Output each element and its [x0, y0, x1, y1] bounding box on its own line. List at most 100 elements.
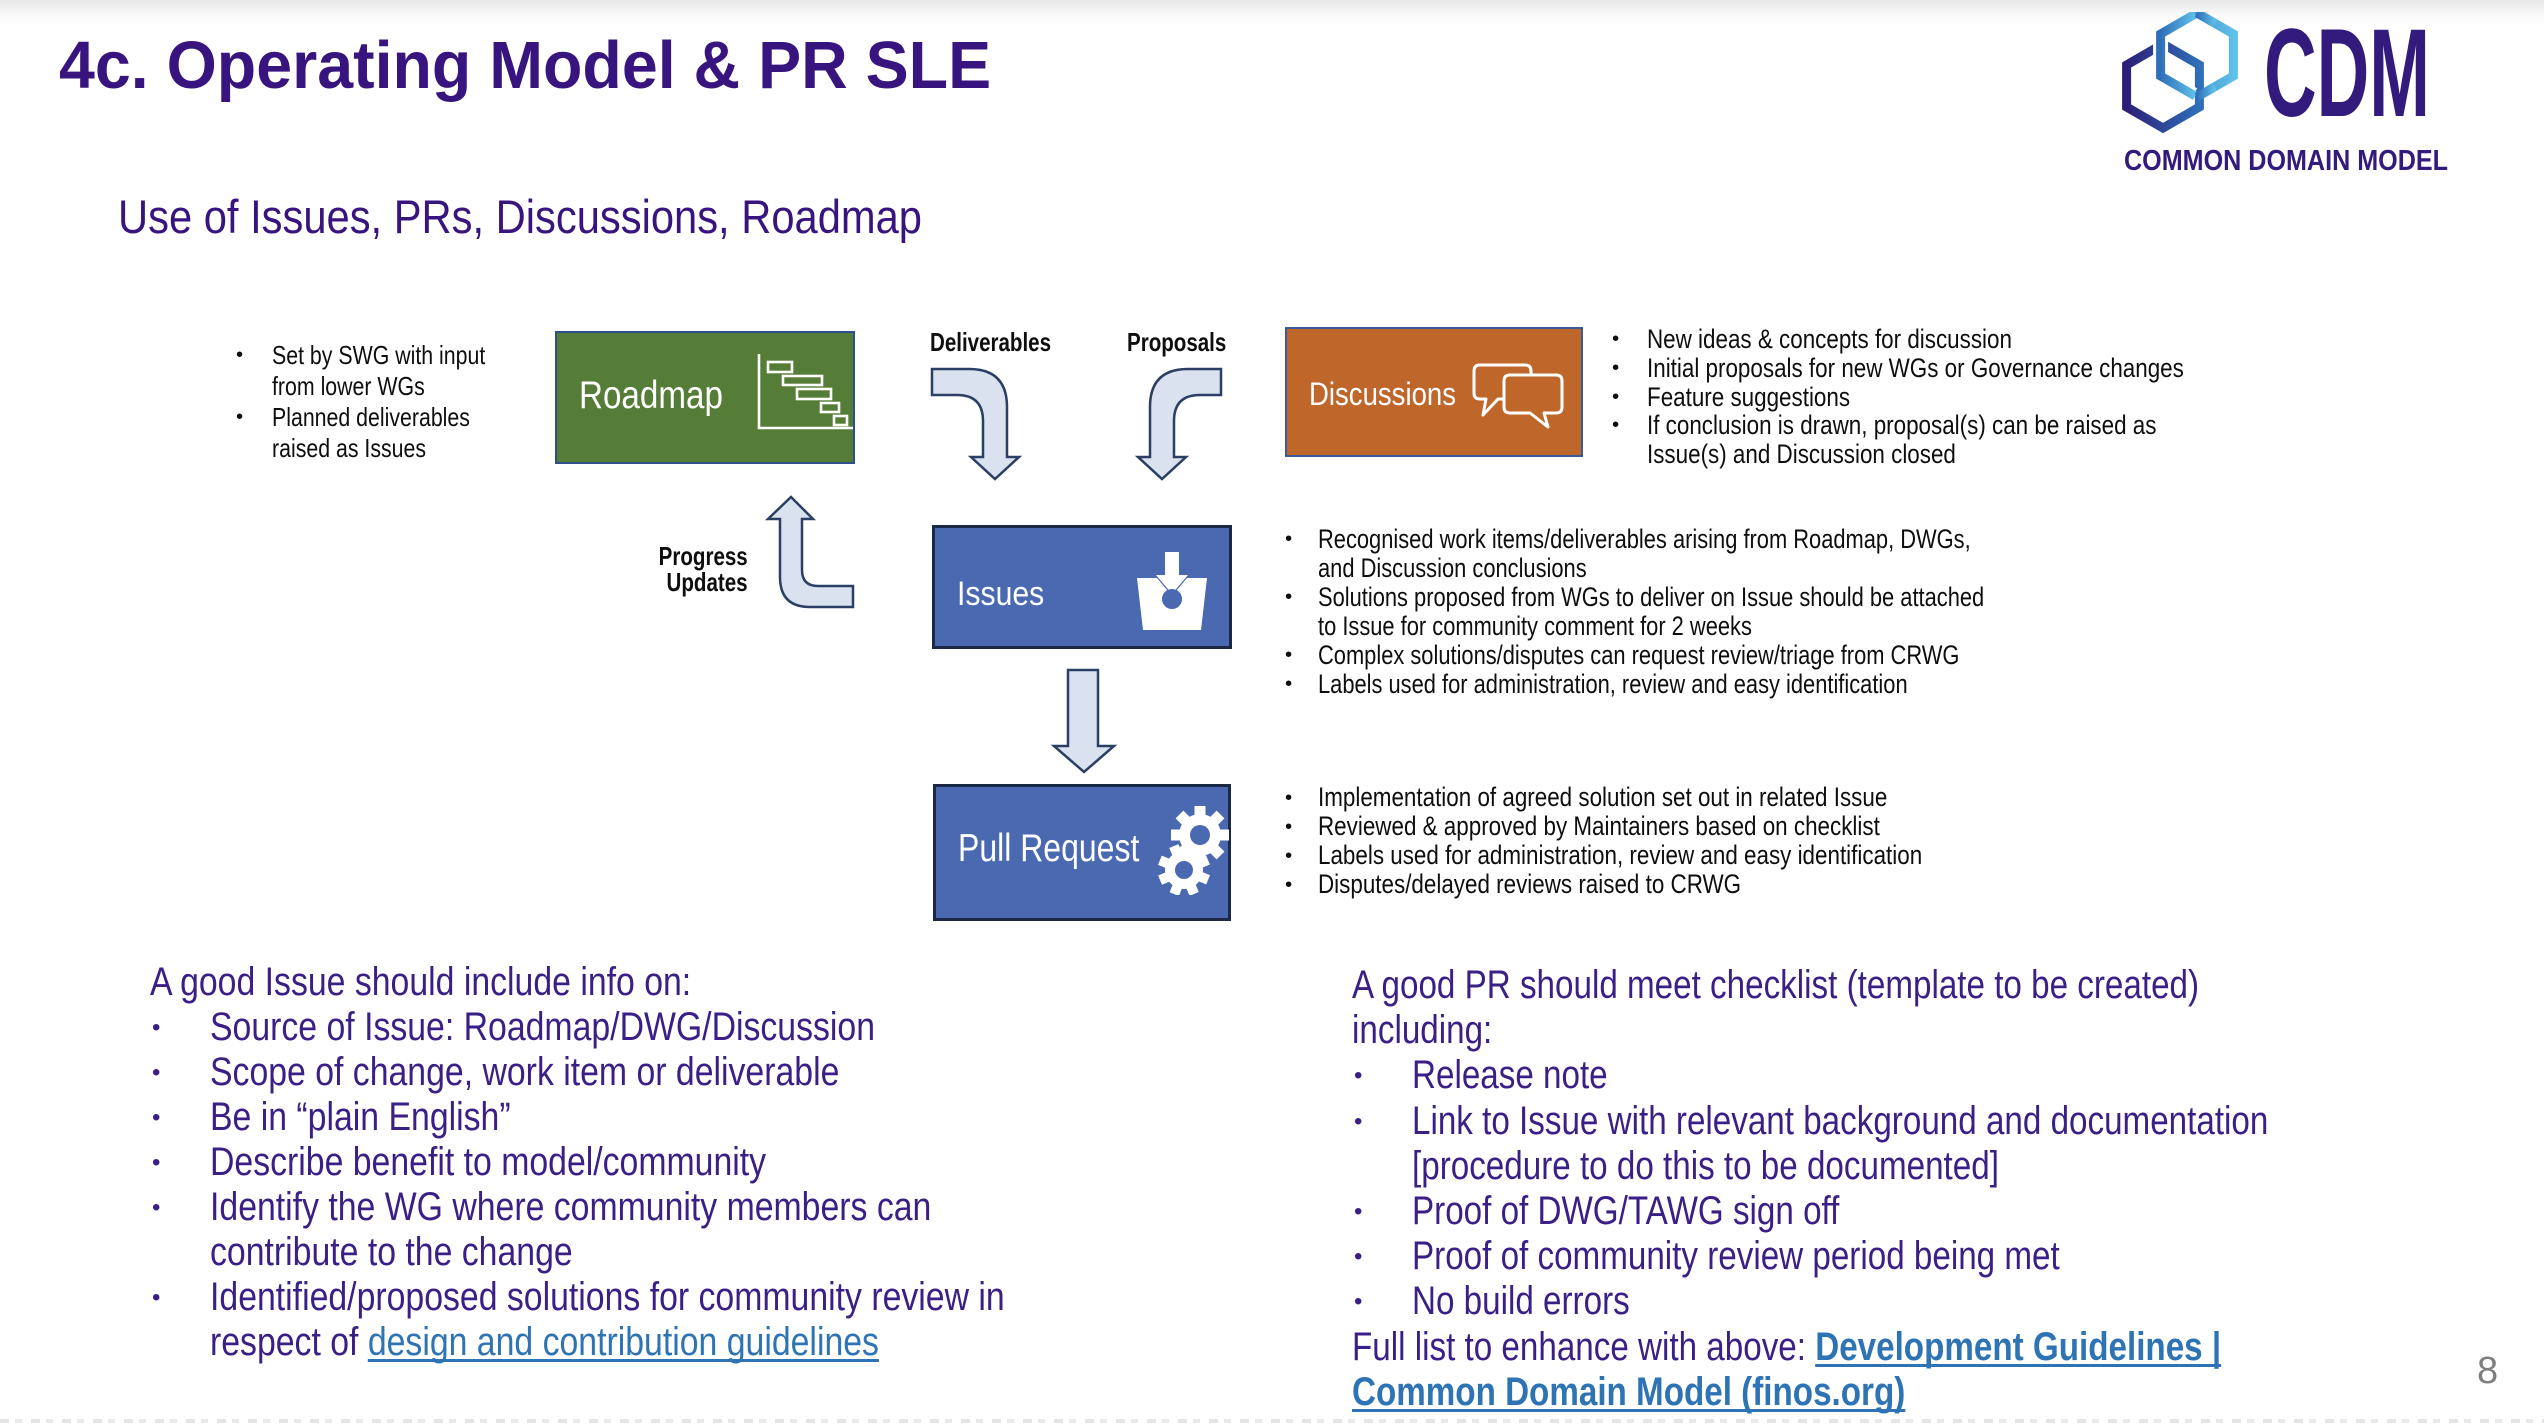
discussions-notes-list: •New ideas & concepts for discussion •In…: [1612, 325, 2294, 470]
label-updates: Updates: [630, 569, 748, 596]
issues-box-label: Issues: [957, 575, 1045, 613]
pull-request-box: Pull Request: [933, 784, 1231, 921]
pr-info-heading-line2: including:: [1352, 1008, 2444, 1053]
pr-info-footer-line2: Common Domain Model (finos.org): [1352, 1370, 2444, 1415]
label-progress-text: Progress: [658, 541, 748, 571]
list-item-text: Labels used for administration, review a…: [1318, 668, 1908, 699]
issue-info-heading-text: A good Issue should include info on:: [150, 960, 692, 1004]
inbox-tray-icon: [1137, 552, 1207, 630]
gear-large: [1158, 844, 1210, 895]
bullet-icon: •: [152, 1194, 161, 1221]
list-item-text: Solutions proposed from WGs to deliver o…: [1318, 581, 1985, 612]
chat-bubbles-icon: [1472, 363, 1564, 429]
list-item: •Recognised work items/deliverables aris…: [1285, 524, 2140, 554]
page-title: 4c. Operating Model & PR SLE: [59, 32, 1027, 99]
list-item: • Release note: [1352, 1053, 2444, 1098]
list-item-text: Complex solutions/disputes can request r…: [1318, 639, 1960, 670]
arrow-issues-to-pr: [1050, 668, 1118, 774]
label-progress: Progress: [630, 541, 748, 571]
bullet-icon: •: [236, 406, 244, 428]
list-item: •Source of Issue: Roadmap/DWG/Discussion: [150, 1005, 1150, 1050]
list-item: • Scope of change, work item or deliverab…: [150, 1050, 1150, 1095]
bullet-icon: •: [1285, 642, 1293, 666]
issue-info-block: A good Issue should include info on: •So…: [150, 960, 1150, 1365]
list-item-text: Release note: [1412, 1053, 1608, 1098]
bullet-icon: •: [1285, 786, 1293, 809]
cdm-logo-graphic: CDM COMMON DOMAIN MODEL: [2119, 4, 2448, 177]
label-deliverables-text: Deliverables: [930, 327, 1052, 357]
list-item: •Disputes/delayed reviews raised to CRWG: [1285, 870, 2046, 899]
pr-info-heading-text: A good PR should meet checklist (templat…: [1352, 963, 2200, 1007]
bullet-icon: •: [1285, 873, 1293, 896]
roadmap-box: Roadmap: [555, 331, 855, 464]
list-item-text: Be in “plain English”: [210, 1095, 511, 1139]
list-item: •No build errors: [1352, 1279, 2444, 1324]
list-item-text: Proof of community review period being m…: [1412, 1234, 2060, 1279]
list-item: • Be in “plain English”: [150, 1095, 1150, 1140]
list-item-text: [procedure to do this to be documented]: [1412, 1143, 1999, 1188]
arrow-deliverables: [930, 367, 1023, 481]
bullet-icon: •: [152, 1104, 161, 1131]
pr-info-heading-text: including:: [1352, 1008, 1493, 1053]
list-item: to Issue for community comment for 2 wee…: [1318, 610, 2140, 641]
label-progress-updates: Progress Updates: [630, 541, 748, 596]
list-item-text: Recognised work items/deliverables arisi…: [1318, 524, 1971, 554]
arrow-proposals: [1134, 367, 1223, 481]
bullet-icon: •: [152, 1149, 161, 1176]
list-item-text: Issue(s) and Discussion closed: [1647, 439, 1956, 470]
list-item-text: Feature suggestions: [1647, 381, 1851, 412]
bullet-icon: •: [1285, 844, 1293, 867]
list-item: •Proof of DWG/TAWG sign off: [1352, 1189, 2444, 1234]
slide-subtitle: Use of Issues, PRs, Discussions, Roadmap: [118, 193, 1024, 240]
bullet-icon: •: [1285, 671, 1293, 695]
bullet-icon: •: [1612, 355, 1620, 379]
list-item: •Labels used for administration, review …: [1285, 841, 2046, 870]
issue-info-heading: A good Issue should include info on:: [150, 960, 1150, 1005]
list-item: • Complex solutions/disputes can request …: [1285, 639, 2140, 670]
development-guidelines-link[interactable]: Development Guidelines |: [1815, 1324, 2222, 1369]
gantt-chart-icon: [757, 354, 853, 430]
list-item: •If conclusion is drawn, proposal(s) can…: [1612, 411, 2294, 440]
list-item: from lower WGs: [272, 371, 532, 402]
list-item: •Identified/proposed solutions for commu…: [150, 1275, 1150, 1320]
bullet-icon: •: [236, 344, 244, 366]
bullet-icon: •: [1612, 327, 1620, 350]
bullet-icon: •: [1354, 1243, 1363, 1271]
gears-icon: [1158, 806, 1229, 895]
pr-info-heading-line1: A good PR should meet checklist (templat…: [1352, 963, 2444, 1008]
list-item: and Discussion conclusions: [1318, 554, 2140, 583]
discussions-box-label: Discussions: [1309, 376, 1456, 412]
list-item-text: Identify the WG where community members …: [210, 1185, 932, 1229]
roadmap-box-label: Roadmap: [579, 374, 723, 417]
list-item: [procedure to do this to be documented]: [1352, 1144, 2444, 1189]
list-item-text: respect of: [210, 1320, 368, 1364]
slide-subtitle-text: Use of Issues, PRs, Discussions, Roadmap: [118, 190, 922, 243]
list-item: •Solutions proposed from WGs to deliver …: [1285, 581, 2140, 612]
cdm-logo: CDM COMMON DOMAIN MODEL: [2119, 4, 2457, 184]
list-item: •New ideas & concepts for discussion: [1612, 325, 2294, 354]
list-item-text: Link to Issue with relevant background a…: [1412, 1098, 2269, 1143]
pr-info-footer-line1: Full list to enhance with above: Develop…: [1352, 1325, 2444, 1370]
page-title-text: 4c. Operating Model & PR SLE: [59, 28, 992, 103]
bottom-cutoff-text-artifact: [0, 1419, 2544, 1423]
list-item-text: Describe benefit to model/community: [210, 1140, 767, 1184]
design-guidelines-link[interactable]: design and contribution guidelines: [367, 1320, 879, 1364]
bullet-icon: •: [152, 1284, 161, 1311]
list-item: •Implementation of agreed solution set o…: [1285, 783, 2046, 812]
list-item-text: Scope of change, work item or deliverabl…: [210, 1050, 840, 1094]
logo-name: COMMON DOMAIN MODEL: [2124, 145, 2448, 177]
pr-info-block: A good PR should meet checklist (templat…: [1352, 963, 2444, 1415]
bullet-icon: •: [152, 1059, 161, 1086]
page-number: 8: [2477, 1350, 2499, 1392]
bullet-icon: •: [1354, 1198, 1363, 1226]
list-item-text: Source of Issue: Roadmap/DWG/Discussion: [210, 1005, 876, 1049]
list-item: • Describe benefit to model/community: [150, 1140, 1150, 1185]
bullet-icon: •: [1354, 1062, 1363, 1090]
bullet-icon: •: [1285, 815, 1293, 838]
list-item-text: to Issue for community comment for 2 wee…: [1318, 610, 1752, 641]
list-item-text: and Discussion conclusions: [1318, 552, 1587, 583]
label-proposals: Proposals: [1127, 327, 1253, 358]
list-item-text: contribute to the change: [210, 1230, 573, 1274]
development-guidelines-link-line2[interactable]: Common Domain Model (finos.org): [1352, 1369, 1906, 1414]
